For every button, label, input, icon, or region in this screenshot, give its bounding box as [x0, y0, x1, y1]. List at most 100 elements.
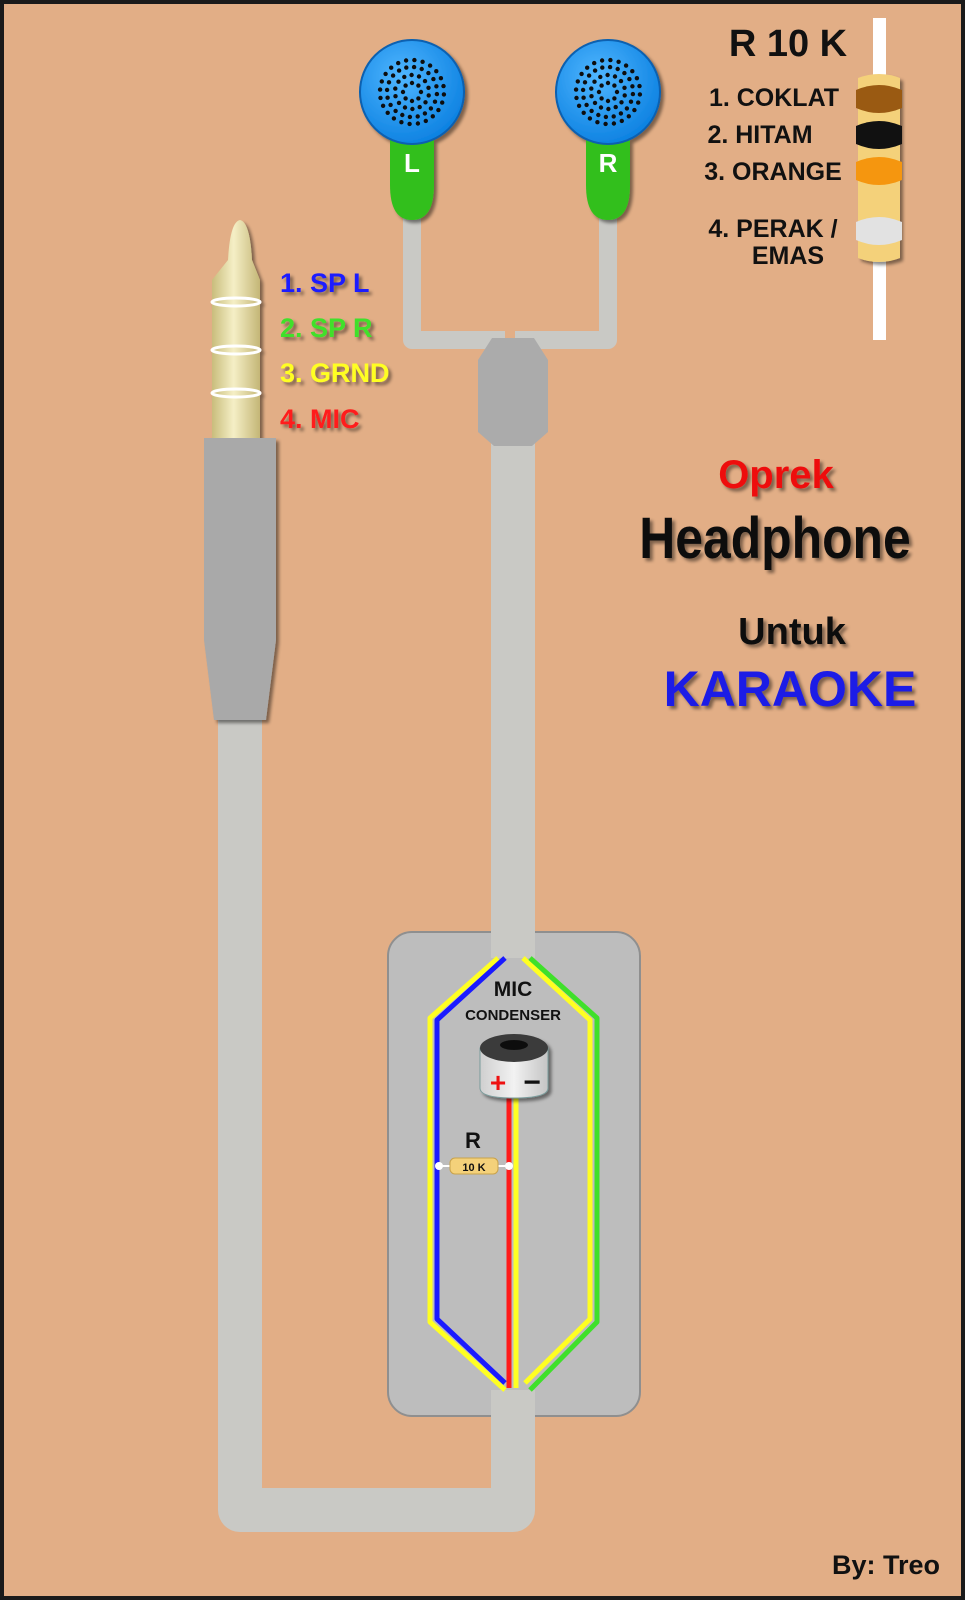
earbud-right-stem — [586, 120, 630, 220]
mic-capsule-icon — [479, 1034, 549, 1099]
condenser-label: CONDENSER — [465, 1007, 561, 1024]
credit-text: By: Treo — [832, 1550, 940, 1580]
wire-yellow-right — [521, 956, 593, 1385]
grill-hole — [393, 94, 398, 99]
grill-hole — [416, 83, 421, 88]
grill-hole — [600, 65, 605, 70]
mic-minus-sign: − — [523, 1066, 541, 1099]
grill-hole — [430, 114, 435, 119]
grill-hole — [584, 102, 589, 108]
pin-label-sp-l: 1. SP L — [280, 268, 370, 298]
grill-hole — [380, 103, 386, 109]
grill-hole — [612, 96, 617, 101]
earbud-left-stem — [390, 120, 434, 220]
grill-hole — [409, 80, 415, 86]
small-resistor-body — [449, 1157, 499, 1175]
speaker-grill-right-icon — [573, 57, 643, 127]
grill-hole — [378, 95, 383, 101]
grill-hole — [431, 76, 436, 82]
pin-label-sp-r: 2. SP R — [280, 313, 373, 343]
grill-hole — [592, 100, 598, 106]
jack-ring-2 — [210, 344, 262, 356]
grill-hole — [396, 79, 401, 84]
grill-hole — [393, 108, 398, 114]
grill-hole — [627, 76, 632, 82]
cable-return — [218, 710, 535, 1532]
grill-hole — [622, 85, 627, 91]
grill-hole — [630, 84, 635, 89]
grill-hole — [612, 83, 617, 88]
grill-hole — [402, 105, 408, 110]
title-untuk: Untuk — [738, 611, 847, 653]
cable-group — [218, 210, 617, 1532]
grill-hole — [440, 100, 445, 105]
grill-hole — [403, 58, 409, 63]
cable-branch-right — [515, 210, 617, 349]
grill-hole — [624, 106, 630, 111]
grill-hole — [426, 85, 431, 91]
cable-splitter — [478, 338, 548, 446]
grill-hole — [623, 63, 629, 68]
grill-hole — [399, 120, 404, 125]
grill-hole — [608, 57, 613, 63]
grill-hole — [418, 89, 424, 95]
audio-jack-plug — [204, 220, 276, 720]
grill-hole — [612, 74, 618, 79]
mic-box-cable-in — [491, 928, 535, 958]
grill-hole — [404, 65, 409, 70]
grill-hole — [419, 66, 424, 72]
grill-hole — [416, 96, 421, 101]
jack-body — [204, 438, 276, 720]
grill-hole — [434, 91, 440, 97]
pin-label-mic: 4. MIC — [280, 404, 360, 434]
grill-hole — [384, 87, 390, 93]
grill-hole — [619, 100, 624, 105]
grill-hole — [411, 64, 417, 70]
grill-hole — [607, 64, 613, 70]
grill-hole — [400, 112, 405, 118]
earbud-right — [555, 39, 661, 220]
grill-hole — [420, 59, 425, 64]
grill-hole — [432, 99, 438, 104]
grill-hole — [603, 114, 609, 120]
grill-hole — [574, 95, 579, 101]
grill-hole — [402, 74, 407, 80]
grill-hole — [585, 65, 590, 70]
grill-hole — [573, 87, 579, 92]
speaker-grill-left-icon — [377, 57, 447, 127]
mic-box: MIC CONDENSER + − R 10 K — [387, 928, 641, 1420]
grill-hole — [383, 71, 388, 77]
grill-hole — [605, 80, 611, 86]
grill-hole — [622, 70, 627, 76]
grill-hole — [393, 86, 398, 91]
wire-yellow-left — [427, 956, 507, 1392]
resistor-band-2 — [856, 121, 902, 149]
grill-hole — [576, 103, 582, 109]
grill-hole — [603, 121, 608, 127]
grill-hole — [615, 66, 620, 72]
grill-hole — [403, 96, 408, 101]
grill-hole — [415, 121, 421, 126]
resistor-band-1 — [856, 85, 902, 113]
title-karaoke: KARAOKE — [664, 661, 917, 717]
grill-hole — [436, 107, 441, 113]
grill-hole — [579, 71, 584, 77]
grill-hole — [379, 79, 384, 84]
band-label-3: 3. ORANGE — [704, 158, 842, 186]
grill-hole — [637, 92, 643, 97]
resistor-legend-title: R 10 K — [729, 23, 848, 65]
grill-hole — [434, 84, 439, 89]
band-label-1: 1. COKLAT — [709, 84, 839, 112]
grill-hole — [412, 57, 417, 63]
grill-hole — [441, 83, 446, 89]
jack-tip — [212, 220, 260, 440]
grill-hole — [396, 60, 401, 66]
grill-hole — [587, 116, 593, 121]
grill-hole — [595, 120, 600, 125]
grill-hole — [403, 83, 408, 88]
grill-hole — [599, 96, 604, 101]
grill-hole — [581, 95, 586, 100]
grill-hole — [592, 68, 598, 73]
